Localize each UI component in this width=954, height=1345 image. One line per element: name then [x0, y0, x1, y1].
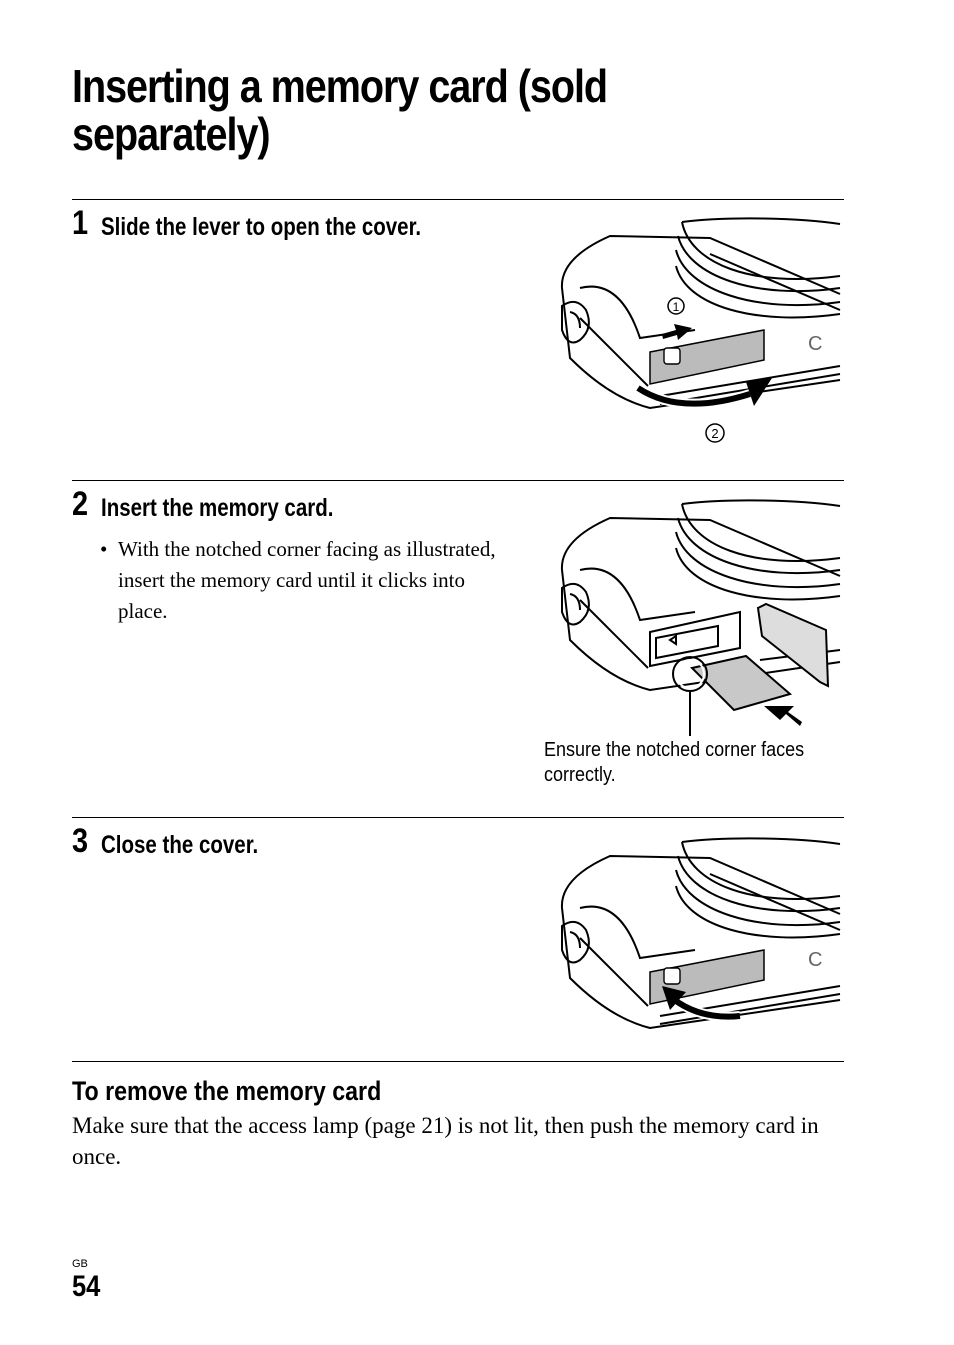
figure-caption: Ensure the notched corner faces correctl…: [544, 739, 805, 786]
bullet-list: With the notched corner facing as illust…: [100, 534, 500, 627]
step-number: 3: [72, 822, 89, 860]
page-title: Inserting a memory card (sold separately…: [72, 60, 608, 160]
open-cover-illustration: C 1 2: [560, 217, 841, 443]
bullet-item: With the notched corner facing as illust…: [100, 534, 500, 627]
close-cover-illustration: C: [560, 837, 841, 1030]
step-instruction: Slide the lever to open the cover.: [101, 213, 422, 241]
divider: [72, 199, 844, 200]
step-instruction: Insert the memory card.: [101, 494, 334, 522]
svg-text:C: C: [808, 949, 822, 971]
region-code: GB: [72, 1258, 88, 1270]
insert-card-illustration: [560, 499, 841, 736]
page-number: 54: [72, 1270, 101, 1303]
step-instruction: Close the cover.: [101, 831, 259, 859]
step-number: 2: [72, 485, 89, 523]
section-body: Make sure that the access lamp (page 21)…: [72, 1113, 819, 1169]
divider: [72, 1061, 844, 1062]
callout-2: 2: [711, 426, 718, 441]
divider: [72, 817, 844, 818]
divider: [72, 480, 844, 481]
step-number: 1: [72, 204, 89, 242]
callout-1: 1: [673, 300, 680, 314]
svg-text:C: C: [808, 333, 822, 355]
section-heading: To remove the memory card: [72, 1076, 382, 1106]
